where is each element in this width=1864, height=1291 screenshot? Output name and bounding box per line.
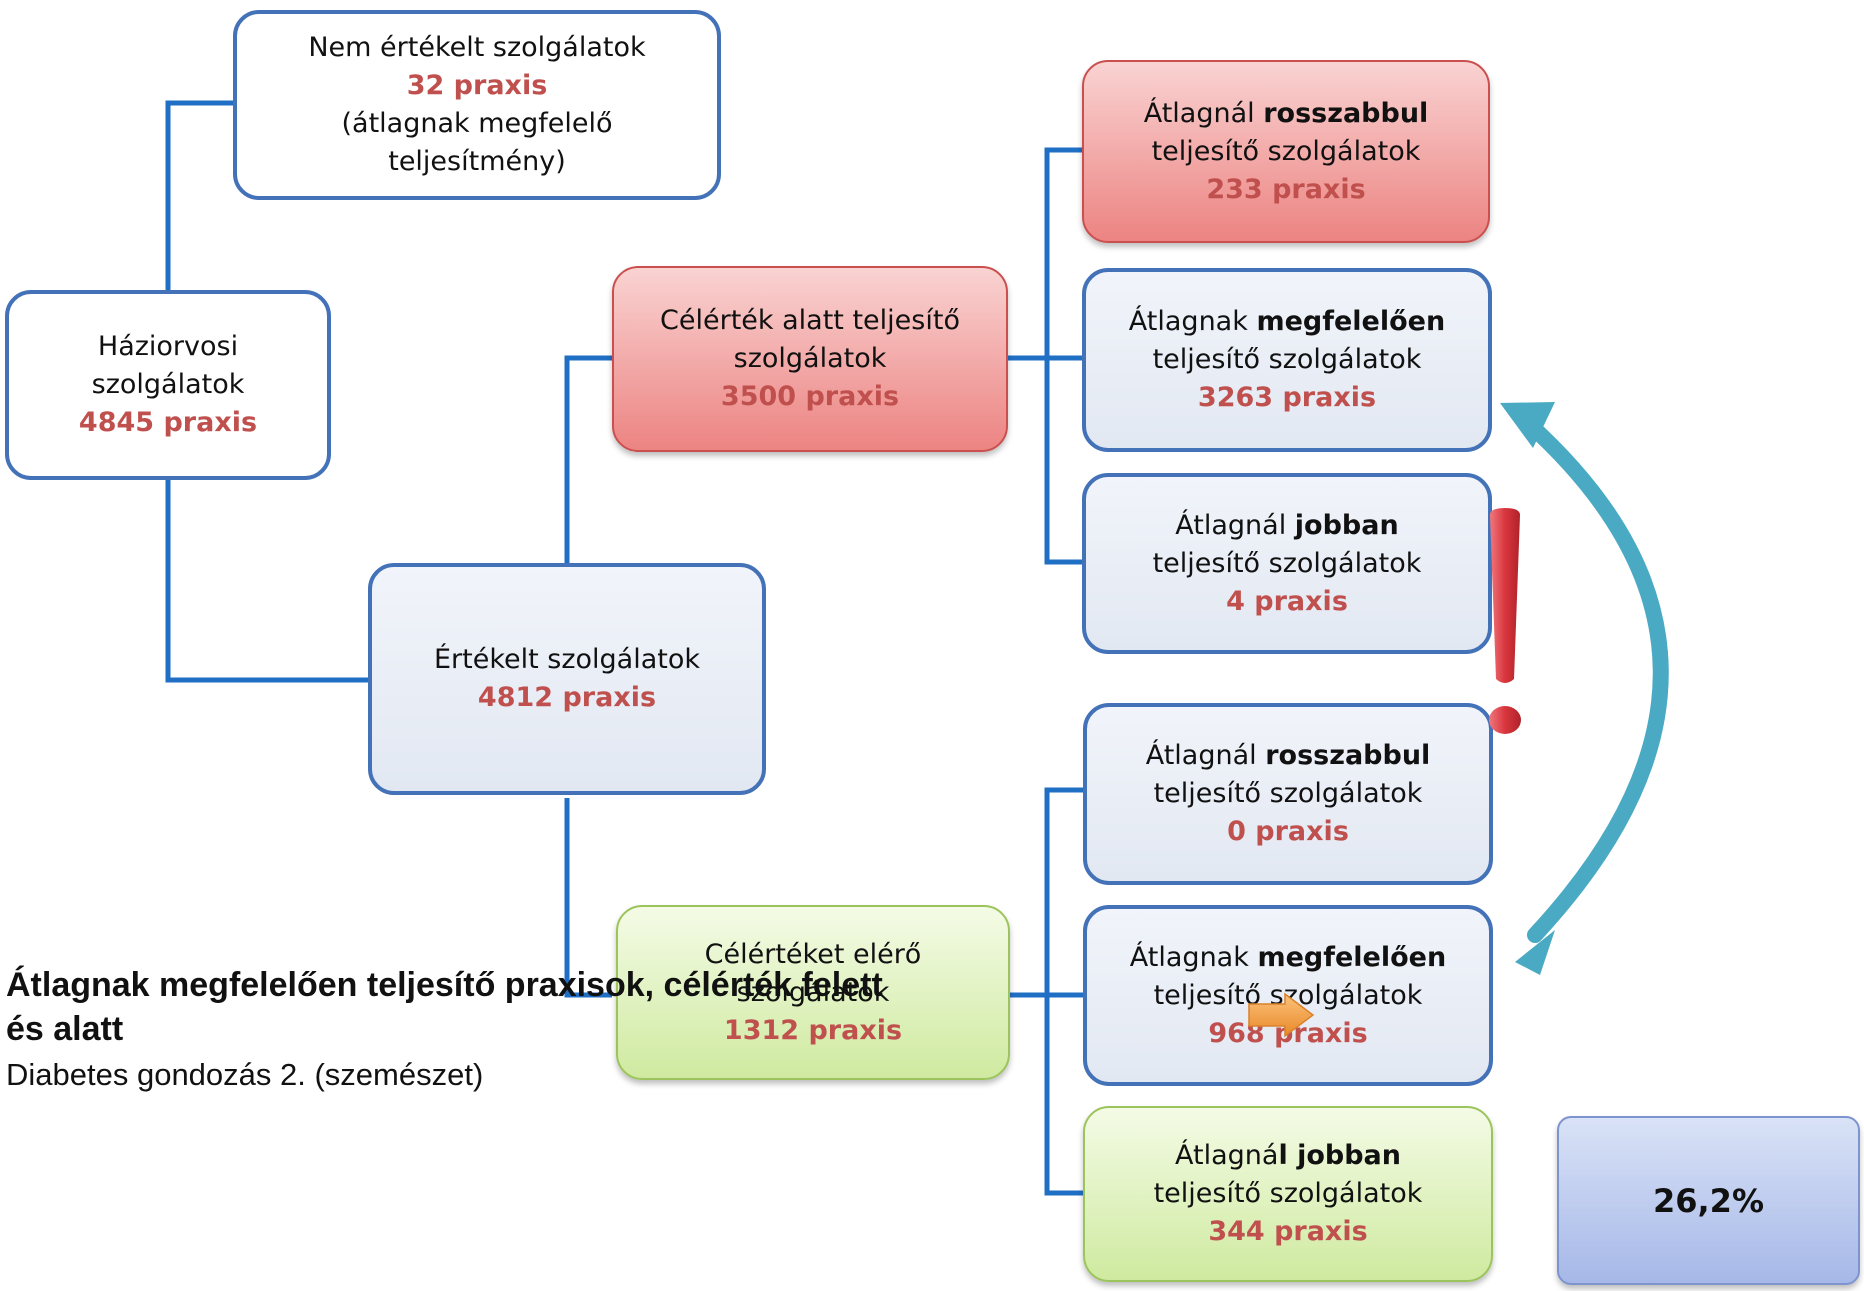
node-reach-worse-line1: Átlagnál rosszabbul [1146,737,1431,775]
node-below-worse-count: 233 praxis [1206,173,1366,205]
node-reach-avg-bold: megfelelően [1257,941,1447,973]
node-not-rated-line3: (átlagnak megfelelő [341,108,613,139]
double-headed-curved-arrow [1500,402,1669,975]
node-not-rated-count: 32 praxis [406,70,548,101]
exclamation-icon [1489,508,1521,734]
node-below-avg: Átlagnak megfelelően teljesítő szolgálat… [1082,268,1492,452]
node-reach-better-count: 344 praxis [1208,1216,1368,1247]
node-below-avg-bold: megfelelően [1256,306,1446,337]
node-reach-worse-line2: teljesítő szolgálatok [1153,778,1423,809]
caption-title: Átlagnak megfelelően teljesítő praxisok,… [6,966,883,1048]
node-reach-worse-bold: rosszabbul [1265,740,1431,771]
node-below-target-line2: szolgálatok [733,343,887,374]
node-reach-worse: Átlagnál rosszabbul teljesítő szolgálato… [1083,703,1493,885]
node-below-target: Célérték alatt teljesítő szolgálatok 350… [612,266,1008,452]
node-below-better-bold: jobban [1294,509,1399,541]
node-not-rated-line1: Nem értékelt szolgálatok [308,32,646,63]
node-below-avg-count: 3263 praxis [1197,382,1377,413]
node-reach-better-bold: l jobban [1278,1140,1401,1171]
node-below-worse-pre: Átlagnál [1143,97,1264,129]
node-below-worse-bold: rosszabbul [1263,97,1429,129]
node-not-rated-line4: teljesítmény) [388,146,566,177]
node-root-line2: szolgálatok [91,369,245,400]
node-result: 26,2% [1557,1116,1860,1285]
node-below-better-pre: Átlagnál [1175,509,1295,541]
node-reach-target-line1: Célértéket elérő [704,938,922,970]
node-reach-avg-pre: Átlagnak [1129,941,1258,973]
node-below-target-count: 3500 praxis [720,381,900,412]
node-root-line1: Háziorvosi [97,331,239,362]
node-not-rated: Nem értékelt szolgálatok 32 praxis (átla… [233,10,721,200]
node-reach-worse-count: 0 praxis [1227,816,1349,847]
caption: Átlagnak megfelelően teljesítő praxisok,… [6,963,926,1095]
node-rated-count: 4812 praxis [477,682,657,713]
node-reach-better-line1: Átlagnál jobban [1175,1137,1401,1175]
node-reach-avg-line1: Átlagnak megfelelően [1130,939,1446,977]
node-below-avg-line2: teljesítő szolgálatok [1152,344,1422,375]
node-rated: Értékelt szolgálatok 4812 praxis [368,563,766,795]
node-root-count: 4845 praxis [78,407,258,438]
node-rated-line1: Értékelt szolgálatok [433,644,701,675]
node-below-worse: Átlagnál rosszabbul teljesítő szolgálato… [1082,60,1490,243]
node-reach-avg: Átlagnak megfelelően teljesítő szolgálat… [1083,905,1493,1086]
node-below-better: Átlagnál jobban teljesítő szolgálatok 4 … [1082,473,1492,654]
node-below-better-line1: Átlagnál jobban [1175,507,1398,545]
node-root: Háziorvosi szolgálatok 4845 praxis [5,290,331,480]
node-reach-target-count: 1312 praxis [723,1014,903,1046]
node-below-better-count: 4 praxis [1226,585,1348,617]
node-below-avg-pre: Átlagnak [1128,306,1257,337]
node-result-value: 26,2% [1652,1181,1764,1220]
node-below-worse-line2: teljesítő szolgálatok [1151,135,1421,167]
node-reach-worse-pre: Átlagnál [1145,740,1266,771]
node-reach-target-line2: szolgálatok [736,976,890,1008]
node-reach-target: Célértéket elérő szolgálatok 1312 praxis [616,905,1010,1080]
node-reach-better-pre: Átlagná [1175,1140,1279,1171]
node-below-avg-line1: Átlagnak megfelelően [1129,303,1445,341]
node-below-better-line2: teljesítő szolgálatok [1152,547,1422,579]
node-below-worse-line1: Átlagnál rosszabbul [1144,95,1429,133]
node-below-target-line1: Célérték alatt teljesítő [660,305,960,336]
node-reach-better-line2: teljesítő szolgálatok [1153,1178,1423,1209]
arrow-right-icon [1248,992,1315,1038]
caption-subtitle: Diabetes gondozás 2. (szemészet) [6,1057,484,1092]
node-reach-better: Átlagnál jobban teljesítő szolgálatok 34… [1083,1106,1493,1282]
